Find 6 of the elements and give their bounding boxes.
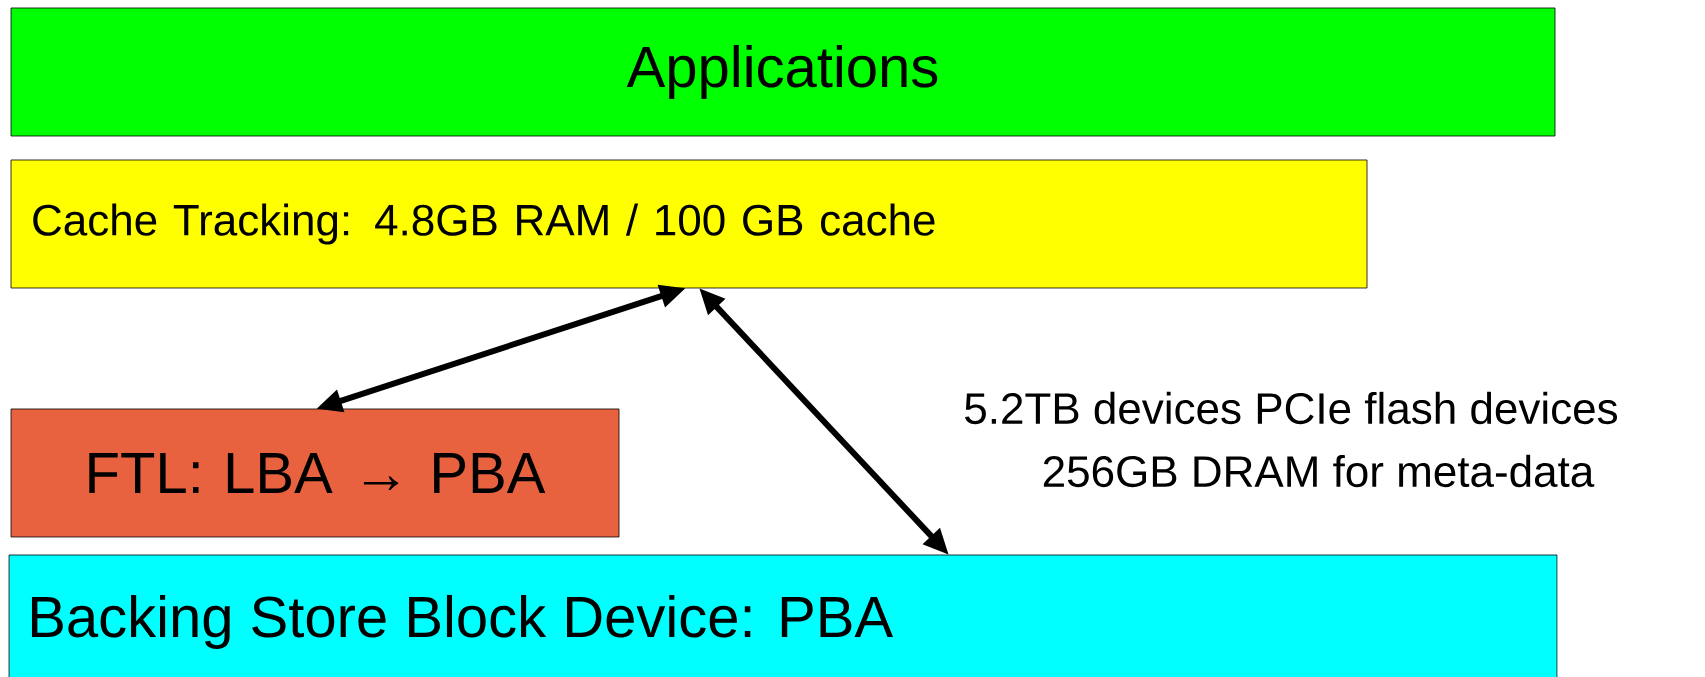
application-layer-box: Applications bbox=[10, 7, 1556, 137]
storage-layer-box: Backing Store Block Device: PBA bbox=[8, 554, 1558, 677]
annotation-text: 5.2TB devices PCIe flash devices bbox=[965, 391, 1617, 425]
annotation-text: 256GB DRAM for meta-data bbox=[1043, 454, 1595, 488]
cache-layer-box: Cache Tracking: 4.8GB RAM / 100 GB cache bbox=[10, 159, 1368, 289]
ftl-layer-box: FTL: LBA → PBA bbox=[10, 408, 620, 538]
